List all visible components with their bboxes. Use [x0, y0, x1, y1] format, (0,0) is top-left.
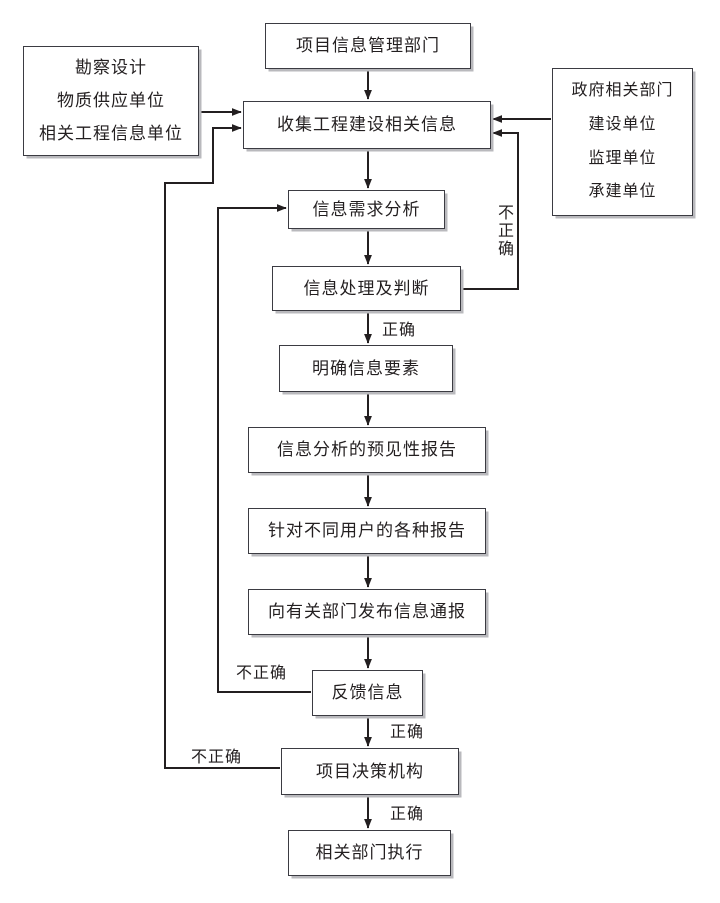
node-publish-bulletin[interactable]: 向有关部门发布信息通报: [248, 589, 486, 635]
node-feedback-info-label: 反馈信息: [331, 683, 404, 703]
node-decision-body-label: 项目决策机构: [316, 761, 424, 781]
node-user-reports[interactable]: 针对不同用户的各种报告: [248, 508, 486, 554]
node-dept-execute-label: 相关部门执行: [315, 843, 424, 863]
node-demand-analysis[interactable]: 信息需求分析: [288, 190, 445, 229]
node-process-judge-label: 信息处理及判断: [303, 278, 430, 298]
node-dept-execute[interactable]: 相关部门执行: [288, 830, 451, 876]
node-info-mgmt-dept-label: 项目信息管理部门: [296, 36, 440, 56]
node-user-reports-label: 针对不同用户的各种报告: [268, 521, 466, 541]
node-sources-left-line-0: 勘察设计: [75, 58, 147, 78]
node-info-mgmt-dept[interactable]: 项目信息管理部门: [265, 23, 471, 69]
node-sources-right-line-3: 承建单位: [588, 183, 657, 201]
edge-label-correct-after-judge: 正确: [382, 322, 417, 339]
edge-label-incorrect-right-loop: 不正确: [495, 204, 512, 258]
node-decision-body[interactable]: 项目决策机构: [281, 748, 459, 795]
node-sources-right-line-1: 建设单位: [588, 115, 657, 133]
edge-label-incorrect-decision: 不正确: [191, 749, 243, 766]
node-clarify-elements[interactable]: 明确信息要素: [279, 345, 453, 392]
node-sources-right-line-2: 监理单位: [588, 149, 657, 167]
node-sources-left-line-1: 物质供应单位: [57, 91, 165, 111]
edge-label-incorrect-feedback: 不正确: [236, 665, 288, 682]
node-collect-info[interactable]: 收集工程建设相关信息: [243, 101, 491, 149]
edge-label-correct-after-feedback: 正确: [390, 724, 425, 741]
node-publish-bulletin-label: 向有关部门发布信息通报: [268, 602, 466, 622]
edge-label-correct-after-decision: 正确: [390, 806, 425, 823]
node-sources-right-line-0: 政府相关部门: [571, 82, 674, 100]
node-foresight-report-label: 信息分析的预见性报告: [277, 440, 457, 460]
node-demand-analysis-label: 信息需求分析: [312, 199, 421, 219]
node-collect-info-label: 收集工程建设相关信息: [277, 115, 457, 135]
node-sources-left[interactable]: 勘察设计 物质供应单位 相关工程信息单位: [23, 46, 199, 156]
node-sources-left-line-2: 相关工程信息单位: [39, 124, 183, 144]
node-sources-right[interactable]: 政府相关部门 建设单位 监理单位 承建单位: [552, 68, 693, 216]
node-foresight-report[interactable]: 信息分析的预见性报告: [248, 427, 486, 473]
node-process-judge[interactable]: 信息处理及判断: [272, 266, 461, 311]
node-feedback-info[interactable]: 反馈信息: [312, 670, 423, 716]
node-clarify-elements-label: 明确信息要素: [312, 358, 420, 378]
